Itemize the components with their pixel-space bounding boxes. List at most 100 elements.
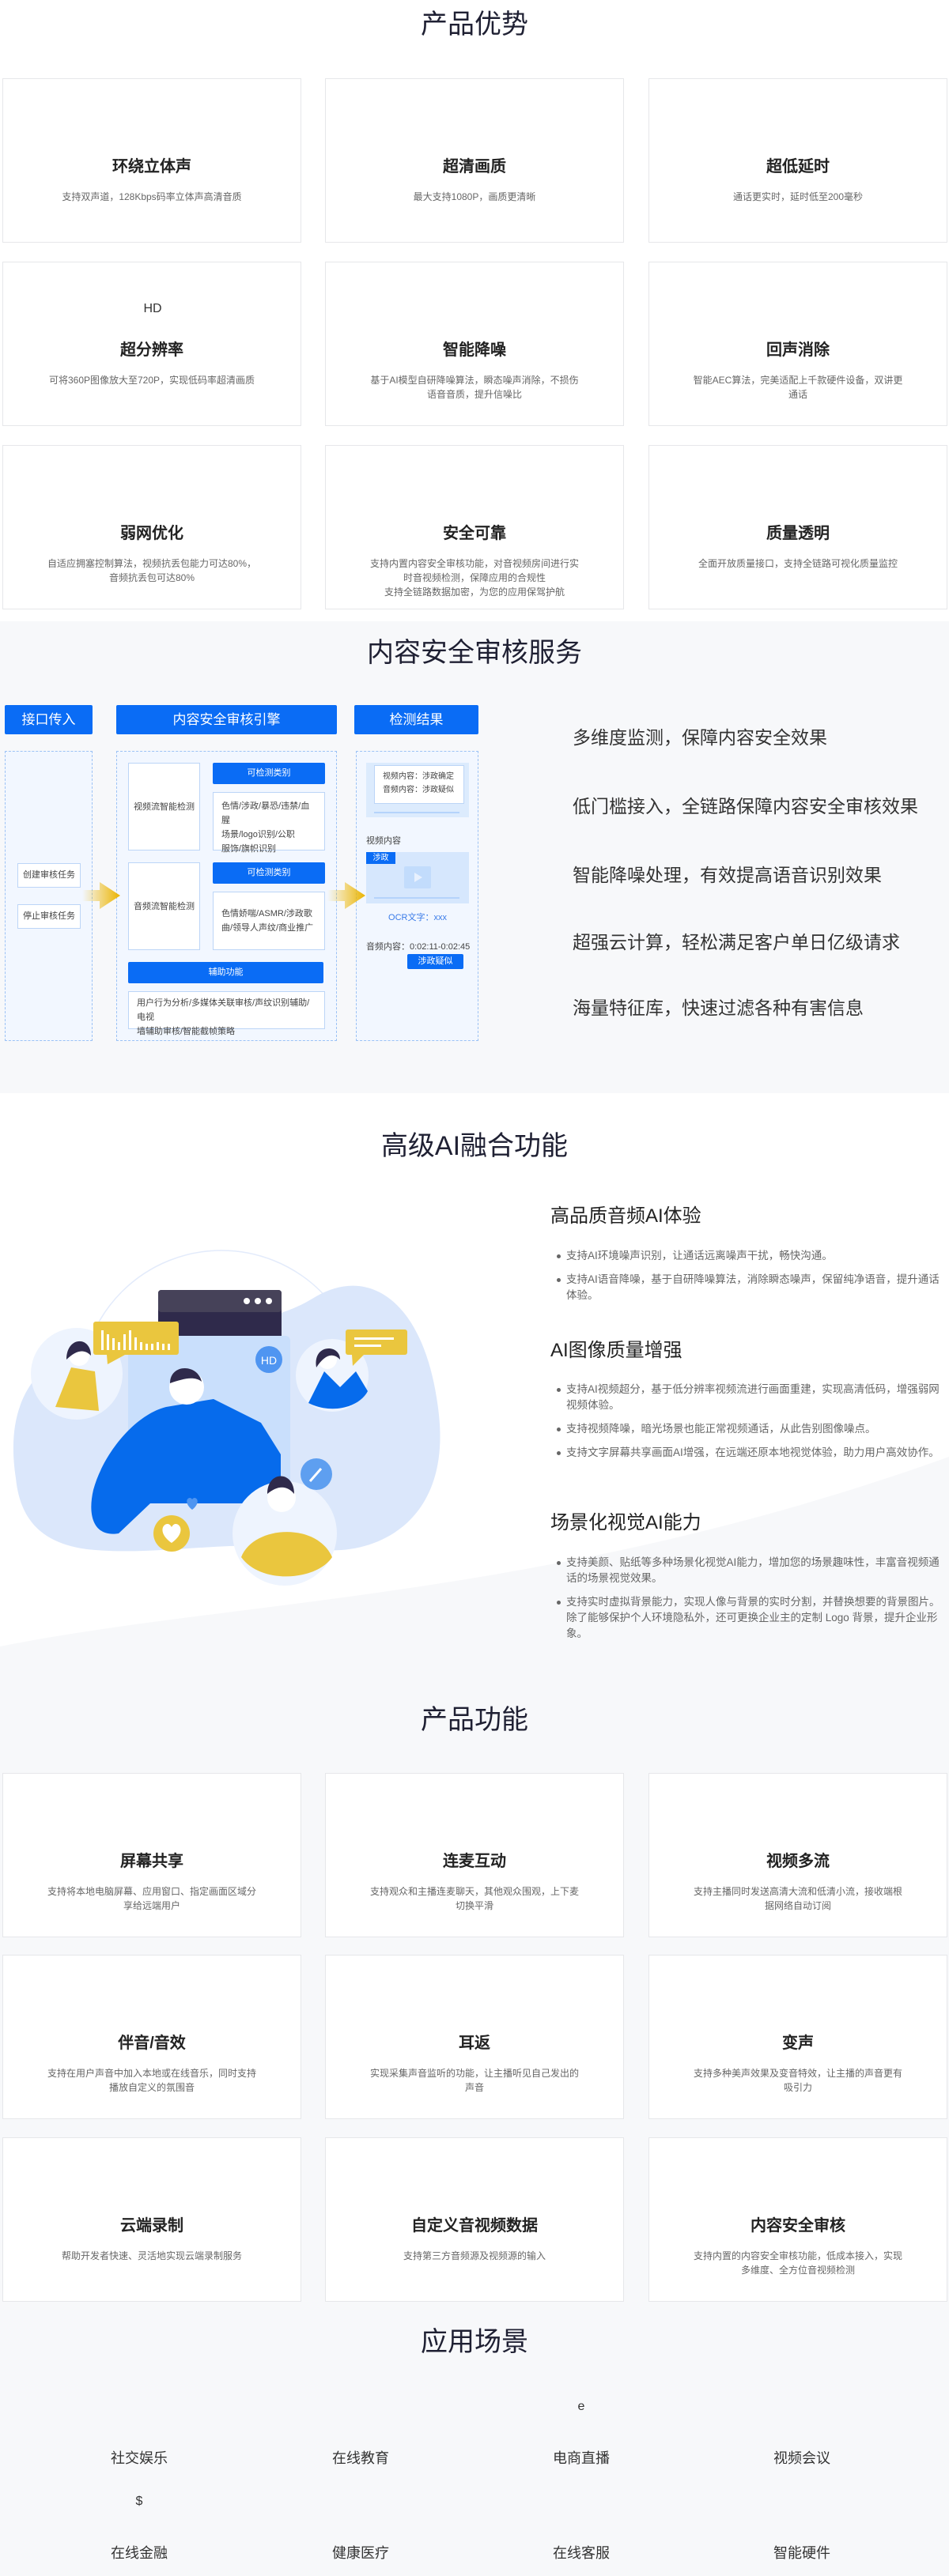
audio-search-icon bbox=[508, 1203, 535, 1230]
audio-tag: 涉政疑似 bbox=[407, 954, 463, 969]
aux-box: 用户行为分析/多媒体关联审核/声纹识别辅助/电视 墙辅助审核/智能截帧策略 bbox=[128, 991, 325, 1036]
card-description: 支持第三方音频源及视频源的输入 bbox=[403, 2250, 546, 2261]
scenario-label: 在线金融 bbox=[111, 2545, 168, 2561]
headset-icon bbox=[568, 2495, 595, 2521]
feature-card: 智能降噪基于AI模型自研降噪算法，瞬态噪声消除，不损伤语音音质，提升信噪比 bbox=[325, 262, 624, 426]
card-description: 全面开放质量接口，支持全链路可视化质量监控 bbox=[698, 558, 898, 569]
play-icon bbox=[404, 866, 431, 888]
bar-chart-arrow-icon bbox=[527, 790, 558, 822]
video-detect-box: 视频流智能检测 bbox=[128, 763, 200, 850]
waveform-icon bbox=[463, 302, 488, 327]
video-content-label: 视频内容 bbox=[366, 836, 401, 846]
bullet-item: 支持AI语音降噪，基于自研降噪算法，消除瞬态噪声，保留纯净语音，提升通话体验。 bbox=[557, 1272, 946, 1303]
feature-text: 低门槛接入，全链路保障内容安全审核效果 bbox=[573, 796, 918, 817]
section-title: 产品优势 bbox=[421, 9, 528, 40]
custom-data-icon bbox=[463, 2178, 488, 2203]
shield-plus-icon bbox=[463, 485, 488, 511]
diagram-header-input: 接口传入 bbox=[5, 705, 93, 734]
input-column bbox=[5, 751, 93, 1041]
section-title: 高级AI融合功能 bbox=[380, 1131, 569, 1161]
globe-icon bbox=[140, 485, 165, 511]
card-description: 支持在用户声音中加入本地或在线音乐，同时支持播放自定义的氛围音 bbox=[47, 2068, 256, 2093]
card-title: 质量透明 bbox=[766, 525, 830, 542]
card-title: 智能降噪 bbox=[443, 341, 506, 359]
card-description: 实现采集声音监听的功能，让主播听见自己发出的声音 bbox=[369, 2068, 579, 2093]
card-description: 支持观众和主播连麦聊天，其他观众围观，上下麦切换平滑 bbox=[369, 1886, 579, 1911]
feature-card: 云端录制帮助开发者快速、灵活地实现云端录制服务 bbox=[2, 2137, 301, 2302]
card-title: 变声 bbox=[782, 2035, 814, 2052]
scenario-item[interactable]: 健康医疗 bbox=[297, 2495, 424, 2563]
section-title: 应用场景 bbox=[421, 2327, 528, 2357]
shopping-bag-icon: e bbox=[568, 2400, 595, 2427]
feature-card: 质量透明全面开放质量接口，支持全链路可视化质量监控 bbox=[648, 445, 947, 609]
card-title: 内容安全审核 bbox=[751, 2217, 845, 2235]
svg-text:e: e bbox=[577, 2400, 585, 2413]
scenario-item[interactable]: 社交娱乐 bbox=[76, 2400, 202, 2468]
screen-share-icon bbox=[140, 1813, 165, 1839]
card-title: 超清画质 bbox=[443, 158, 506, 175]
scenario-label: 视频会议 bbox=[773, 2450, 830, 2466]
svg-text:HD: HD bbox=[143, 302, 162, 315]
feature-card: 视频多流支持主播同时发送高清大流和低清小流，接收端根据网络自动订阅 bbox=[648, 1773, 947, 1937]
video-category-header: 可检测类别 bbox=[213, 763, 325, 784]
voice-change-icon bbox=[786, 1995, 811, 2020]
headphones-icon bbox=[463, 1995, 488, 2020]
scenario-item[interactable]: 在线客服 bbox=[518, 2495, 645, 2563]
card-description: 基于AI模型自研降噪算法，瞬态噪声消除，不损伤语音音质，提升信噪比 bbox=[370, 375, 579, 400]
heading-text: AI图像质量增强 bbox=[550, 1340, 682, 1361]
content-audit-icon bbox=[786, 2178, 811, 2203]
co-host-icon bbox=[463, 1813, 488, 1839]
video-category-box: 色情/涉政/暴恐/违禁/血腥 场景/logo识别/公职 服饰/旗帜识别 bbox=[213, 792, 325, 854]
money-bag-icon: $ bbox=[126, 2495, 153, 2521]
scenario-label: 电商直播 bbox=[553, 2450, 610, 2466]
scenario-item[interactable]: $ 在线金融 bbox=[76, 2495, 202, 2563]
feature-text: 智能降噪处理，有效提高语音识别效果 bbox=[573, 865, 882, 885]
bullet-item: 支持实时虚拟背景能力，实现人像与背景的实时分割，并替换想要的背景图片。除了能够保… bbox=[557, 1594, 946, 1642]
create-task-box: 创建审核任务 bbox=[17, 863, 81, 888]
result-card: 视频内容：涉政确定 音频内容：涉政疑似 bbox=[374, 765, 464, 804]
card-description: 帮助开发者快速、灵活地实现云端录制服务 bbox=[61, 2250, 242, 2261]
medical-kit-icon bbox=[347, 2495, 374, 2521]
feature-card: 回声消除智能AEC算法，完美适配上千款硬件设备，双讲更通话 bbox=[648, 262, 947, 426]
flow-arrow-icon bbox=[327, 882, 365, 909]
eye-frame-icon bbox=[508, 1510, 535, 1537]
feature-text: 超强云计算，轻松满足客户单日亿级请求 bbox=[573, 932, 900, 952]
progress-line bbox=[374, 897, 459, 899]
monitor-chart-icon bbox=[527, 722, 558, 753]
card-description: 支持主播同时发送高清大流和低清小流，接收端根据网络自动订阅 bbox=[693, 1886, 902, 1911]
diagram-header-result: 检测结果 bbox=[354, 705, 478, 734]
card-title: 弱网优化 bbox=[120, 525, 183, 542]
feature-card: 内容安全审核支持内置的内容安全审核功能，低成本接入，实现多维度、全方位音视频检测 bbox=[648, 2137, 947, 2302]
accompaniment-icon bbox=[140, 1995, 165, 2020]
card-title: 回声消除 bbox=[766, 341, 830, 359]
minus-circle-icon bbox=[786, 302, 811, 327]
feature-text: 海量特征库，快速过滤各种有害信息 bbox=[573, 998, 864, 1018]
surround-sound-icon bbox=[140, 119, 165, 144]
feature-card: 超低延时通话更实时，延时低至200毫秒 bbox=[648, 78, 947, 243]
feature-card: 连麦互动支持观众和主播连麦聊天，其他观众围观，上下麦切换平滑 bbox=[325, 1773, 624, 1937]
bullet-item: 支持视频降噪，暗光场景也能正常视频通话，从此告别图像噪点。 bbox=[557, 1421, 946, 1437]
hd-monitor-icon: HD bbox=[140, 302, 165, 327]
card-title: 屏幕共享 bbox=[120, 1853, 183, 1870]
card-title: 视频多流 bbox=[766, 1853, 830, 1870]
cloud-gear-icon bbox=[527, 926, 558, 958]
clock-icon bbox=[786, 119, 811, 144]
audio-category-header: 可检测类别 bbox=[213, 862, 325, 884]
feature-card: 弱网优化自适应拥塞控制算法，视频抗丢包能力可达80%，音频抗丢包可达80% bbox=[2, 445, 301, 609]
card-description: 支持内置内容安全审核功能，对音视频房间进行实时音视频检测，保障应用的合规性支持全… bbox=[369, 558, 579, 598]
scenario-item[interactable]: 智能硬件 bbox=[739, 2495, 865, 2563]
video-tag: 涉政 bbox=[366, 852, 395, 864]
feature-card: 超清画质最大支持1080P，画质更清晰 bbox=[325, 78, 624, 243]
ocr-text: OCR文字：xxx bbox=[388, 913, 447, 922]
scenario-item[interactable]: 视频会议 bbox=[739, 2400, 865, 2468]
focus-frame-icon bbox=[463, 119, 488, 144]
feature-card: 耳返实现采集声音监听的功能，让主播听见自己发出的声音 bbox=[325, 1955, 624, 2119]
scenario-item[interactable]: 在线教育 bbox=[297, 2400, 424, 2468]
multi-stream-icon bbox=[786, 1813, 811, 1839]
aux-header: 辅助功能 bbox=[128, 962, 323, 983]
scenario-item[interactable]: e 电商直播 bbox=[518, 2400, 645, 2468]
progress-line bbox=[374, 812, 459, 813]
card-title: 超低延时 bbox=[766, 158, 830, 175]
audio-time: 音频内容：0:02:11-0:02:45 bbox=[366, 942, 471, 952]
